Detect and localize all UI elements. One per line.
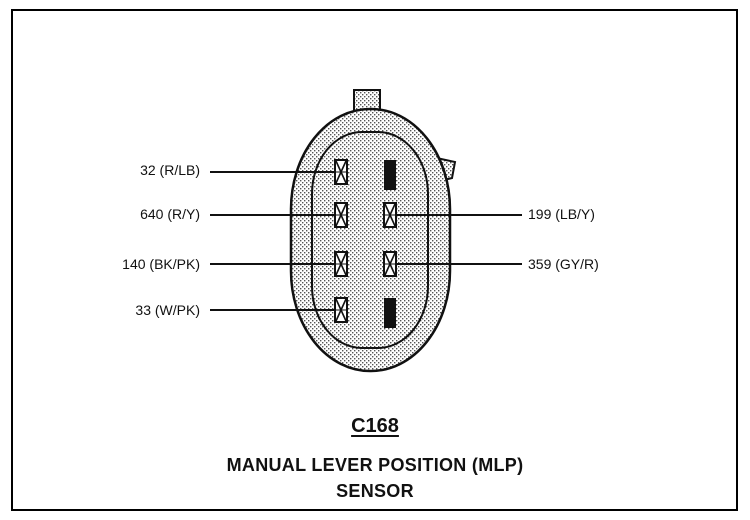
pin-right-4 [384, 298, 396, 328]
wire-label-left-2: 640 (R/Y) [140, 206, 200, 222]
wire-label-left-1: 32 (R/LB) [140, 162, 200, 178]
connector-id-text: C168 [351, 415, 399, 437]
pin-left-4 [334, 297, 348, 323]
pin-left-1 [334, 159, 348, 185]
wire-label-left-3: 140 (BK/PK) [122, 256, 200, 272]
sensor-name-line-1: MANUAL LEVER POSITION (MLP) [226, 455, 524, 475]
diagram-border [11, 9, 738, 511]
wire-label-left-4: 33 (W/PK) [135, 302, 200, 318]
pin-left-3 [334, 251, 348, 277]
pin-right-1 [384, 160, 396, 190]
wire-label-right-2: 359 (GY/R) [528, 256, 599, 272]
connector-body-inner [311, 131, 429, 349]
wire-label-right-1: 199 (LB/Y) [528, 206, 595, 222]
pin-right-2 [383, 202, 397, 228]
connector-id-caption: C168 [0, 415, 750, 438]
pin-right-3 [383, 251, 397, 277]
pin-left-2 [334, 202, 348, 228]
sensor-name-line-2: SENSOR [336, 481, 414, 501]
